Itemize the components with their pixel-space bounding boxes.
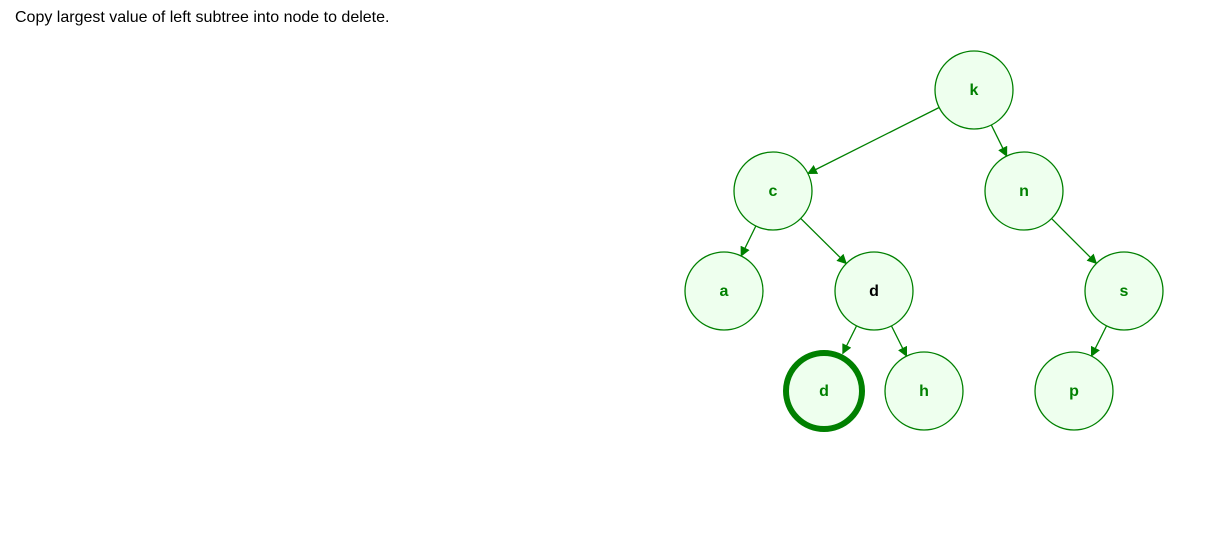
tree-edge-k-c [806, 106, 940, 175]
tree-node-s: s [1084, 251, 1164, 331]
node-circle [733, 151, 813, 231]
node-circle [684, 251, 764, 331]
tree-node-h: h [884, 351, 964, 431]
highlight-ring [783, 350, 865, 432]
node-label: a [720, 283, 729, 300]
tree-node-p: p [1034, 351, 1114, 431]
node-layer: k c n a d s d h p [684, 50, 1164, 432]
node-circle [934, 50, 1014, 130]
node-circle [1034, 351, 1114, 431]
node-label: s [1120, 283, 1129, 300]
node-circle [984, 151, 1064, 231]
node-label: d [869, 283, 879, 300]
tree-node-a: a [684, 251, 764, 331]
node-label: d [819, 383, 829, 400]
tree-node-d2: d [783, 350, 865, 432]
tree-edge-d1-h [890, 325, 908, 358]
tree-node-c: c [733, 151, 813, 231]
tree-edge-k-n [990, 124, 1008, 157]
tree-edge-c-a [740, 225, 757, 257]
node-circle [884, 351, 964, 431]
tree-edge-d1-d2 [842, 325, 858, 355]
node-circle [834, 251, 914, 331]
node-label: p [1069, 383, 1079, 400]
tree-edge-c-d1 [800, 217, 847, 265]
node-label: h [919, 383, 929, 400]
tree-edge-s-p [1090, 325, 1108, 358]
node-label: c [769, 183, 778, 200]
tree-node-n: n [984, 151, 1064, 231]
status-message: Copy largest value of left subtree into … [15, 9, 390, 26]
tree-node-d1: d [834, 251, 914, 331]
tree-node-k: k [934, 50, 1014, 130]
tree-edge-n-s [1051, 218, 1098, 265]
node-circle [1084, 251, 1164, 331]
node-label: k [970, 82, 979, 99]
node-label: n [1019, 183, 1029, 200]
edge-layer [740, 106, 1108, 358]
